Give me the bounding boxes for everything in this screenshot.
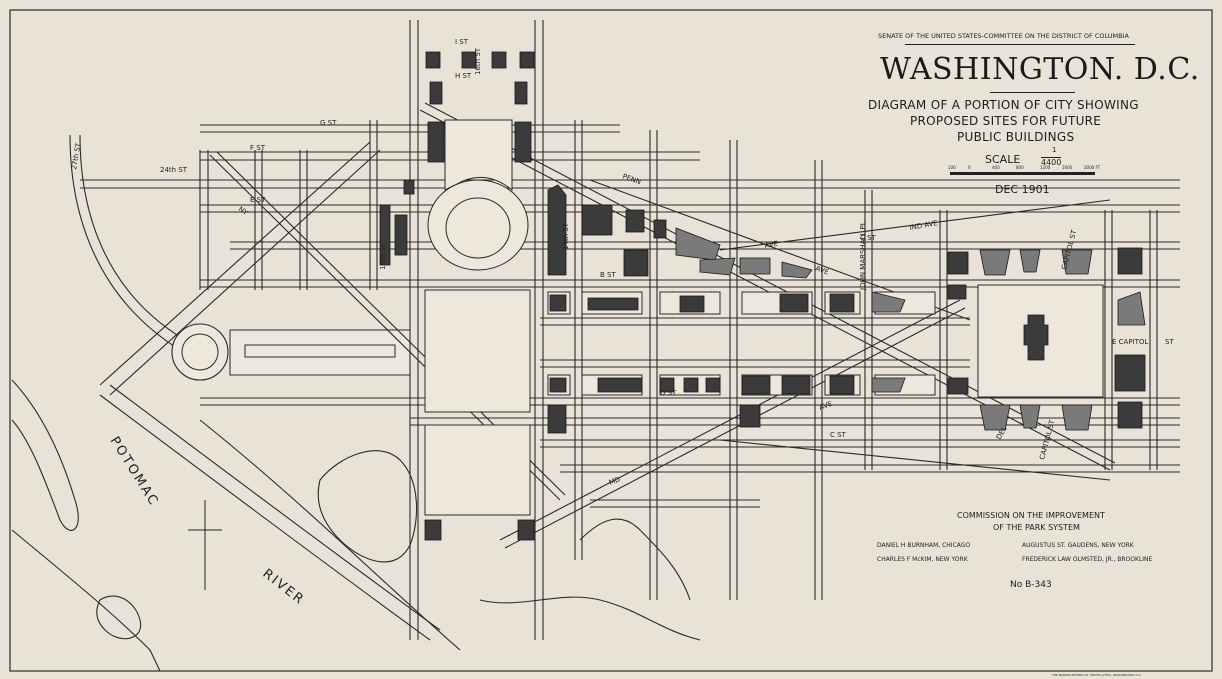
- south-shoreline: [479, 596, 701, 641]
- capitol-grounds: [977, 284, 1104, 398]
- reflecting-pool: [244, 344, 396, 358]
- memorial-circle-inner: [181, 333, 219, 371]
- map-date: DEC 1901: [995, 183, 1050, 196]
- label-e-capitol: E CAPITOL: [1112, 338, 1148, 346]
- capitol-building: [1023, 314, 1049, 361]
- proposed-buildings: [379, 51, 1146, 541]
- title-rule-bottom: [990, 92, 1075, 93]
- scale-tick-2: 0: [968, 165, 971, 170]
- scale-tick-1: 100: [948, 165, 956, 170]
- commission-line-2: OF THE PARK SYSTEM: [993, 523, 1080, 532]
- label-ave-md: AVE: [818, 400, 833, 412]
- subtitle-line-2: PROPOSED SITES FOR FUTURE: [910, 114, 1102, 128]
- commission-member-3: CHARLES F McKIM, NEW YORK: [877, 556, 968, 563]
- street-grid: [80, 20, 1180, 640]
- ellipse-outer: [427, 179, 529, 271]
- scale-bar: [950, 172, 1095, 175]
- label-14th-st: 14th ST: [562, 222, 570, 250]
- page-title: WASHINGTON. D.C.: [880, 52, 1200, 87]
- plate-number: No B-343: [1010, 580, 1052, 590]
- label-24th-st: 24th ST: [160, 166, 188, 174]
- commission-line-1: COMMISSION ON THE IMPROVEMENT: [957, 511, 1105, 520]
- label-g-st: G ST: [320, 119, 337, 127]
- label-river: RIVER: [260, 566, 308, 608]
- commission-member-1: DANIEL H BURNHAM, CHICAGO: [877, 542, 971, 549]
- label-ind-ave: IND AVE: [909, 219, 938, 232]
- scale-numerator: 1: [1052, 146, 1057, 154]
- parkway-outer: [69, 134, 181, 351]
- north-arrow-icon: [188, 500, 222, 590]
- label-d-st: D ST: [660, 389, 677, 397]
- label-c-st-south: C ST: [830, 431, 847, 439]
- label-md: MD: [608, 475, 621, 486]
- commission-member-4: FREDERICK LAW OLMSTED, JR., BROOKLINE: [1022, 556, 1153, 563]
- scale-label: SCALE: [985, 153, 1021, 166]
- riverside-drive-b: [109, 384, 441, 631]
- label-e-st: E ST: [250, 196, 266, 204]
- label-potomac: POTOMAC: [107, 434, 162, 509]
- parkway-inner: [79, 134, 186, 341]
- scale-tick-6: 1600: [1062, 165, 1073, 170]
- label-penn: PENN: [621, 172, 642, 186]
- label-e-capitol-st: ST: [1165, 338, 1174, 346]
- potomac-shoreline: [11, 379, 79, 531]
- label-ave-north: AVE: [764, 240, 779, 250]
- label-f-st: F ST: [250, 144, 266, 152]
- east-shoreline: [579, 518, 691, 601]
- label-marshall-pl: JOHN MARSHALL PL: [859, 221, 867, 291]
- scale-tick-4: 800: [1016, 165, 1024, 170]
- scale-tick-7: 2000 FT: [1084, 165, 1101, 170]
- proposed-buildings-hatched: [675, 227, 1146, 431]
- riverside-drive-c: [199, 419, 461, 651]
- label-17th-st: 17th ST: [379, 242, 387, 270]
- mall-south: [424, 424, 531, 516]
- label-16th-st: 16th ST: [474, 47, 482, 75]
- printer-credit: THE NORRIS PETERS CO. PHOTO-LITHO, WASHI…: [1052, 673, 1142, 677]
- scale-denominator: 4400: [1041, 157, 1062, 167]
- subtitle-line-1: DIAGRAM OF A PORTION OF CITY SHOWING: [868, 98, 1139, 112]
- tidal-basin: [317, 450, 418, 563]
- white-house-grounds: [444, 119, 513, 192]
- label-i-st: I ST: [455, 38, 469, 46]
- scale-tick-5: 1200: [1040, 165, 1051, 170]
- ellipse-inner: [445, 197, 511, 259]
- map-border: [9, 9, 1213, 672]
- scale-tick-3: 400: [992, 165, 1000, 170]
- label-b-st: B ST: [600, 271, 616, 279]
- monument-grounds: [424, 289, 531, 413]
- subtitle-line-3: PUBLIC BUILDINGS: [957, 130, 1075, 144]
- label-ave-penn: AVE: [814, 264, 829, 276]
- label-h-st: H ST: [455, 72, 472, 80]
- commission-member-2: AUGUSTUS ST. GAUDENS, NEW YORK: [1022, 542, 1134, 549]
- riverside-drive-a: [99, 394, 431, 641]
- label-ny: NY: [237, 205, 250, 217]
- potomac-shoreline-west: [11, 529, 161, 672]
- committee-line: SENATE OF THE UNITED STATES-COMMITTEE ON…: [878, 32, 1129, 40]
- title-rule-top: [905, 44, 1135, 45]
- potomac-island: [96, 595, 142, 640]
- label-c-st: C ST: [860, 234, 877, 242]
